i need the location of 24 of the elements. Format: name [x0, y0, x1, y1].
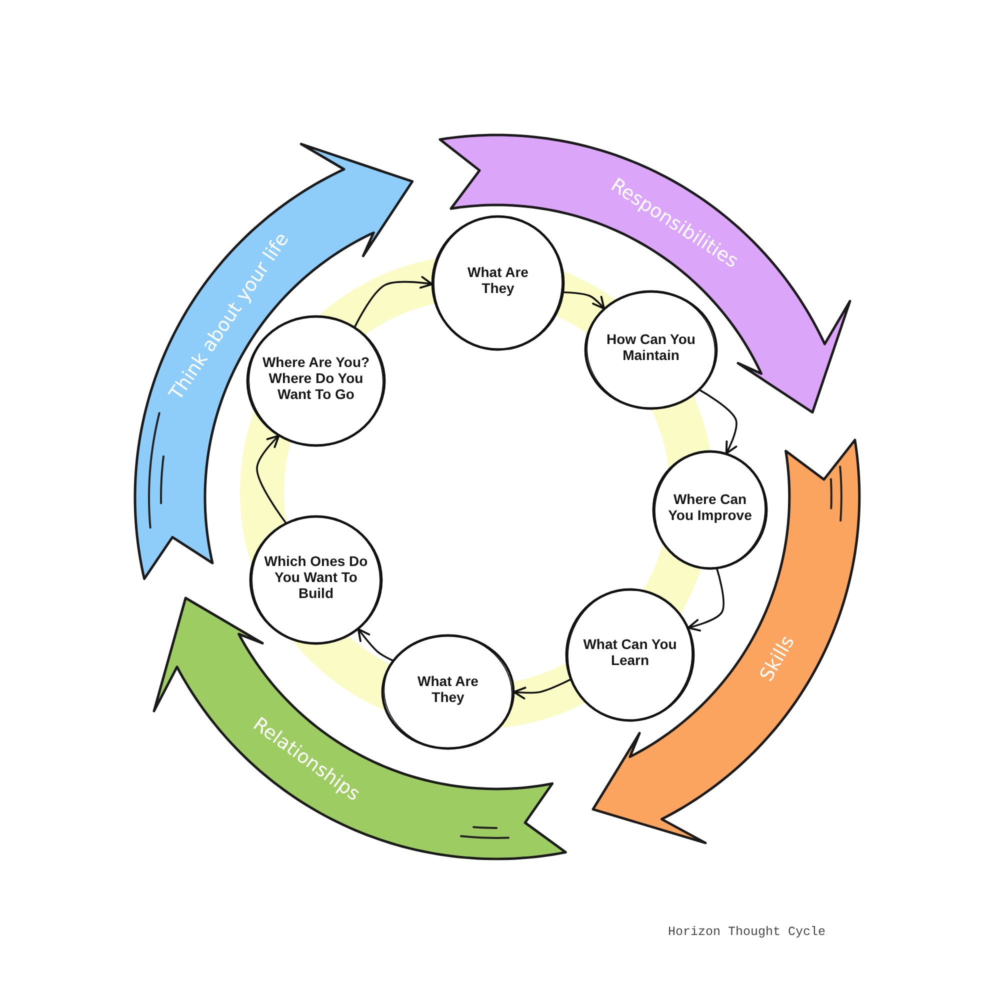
curved-arrow — [132, 140, 416, 582]
step-circle — [431, 215, 565, 351]
arrow — [256, 434, 287, 524]
step-label: What Are They — [416, 672, 480, 706]
step-circle — [246, 315, 386, 447]
arrow — [357, 628, 394, 662]
step-circle — [565, 588, 695, 722]
step-label: Which Ones Do You Want To Build — [263, 552, 369, 602]
step-circle — [652, 450, 768, 570]
arrow — [354, 276, 433, 328]
step-circle — [381, 634, 515, 750]
step-label: Where Are You? Where Do You Want To Go — [261, 354, 371, 402]
curved-arrow — [437, 132, 854, 416]
caption: Horizon Thought Cycle — [668, 925, 826, 939]
step-circle — [249, 515, 383, 645]
step-label: Where Can You Improve — [667, 490, 753, 524]
arrow — [513, 678, 572, 700]
step-circle — [584, 290, 718, 410]
step-label: How Can You Maintain — [606, 330, 696, 364]
step-label: What Are They — [466, 264, 530, 296]
step-label: What Can You Learn — [582, 636, 678, 668]
arrow — [562, 291, 606, 310]
arrow — [698, 389, 738, 454]
arrow — [687, 568, 724, 632]
